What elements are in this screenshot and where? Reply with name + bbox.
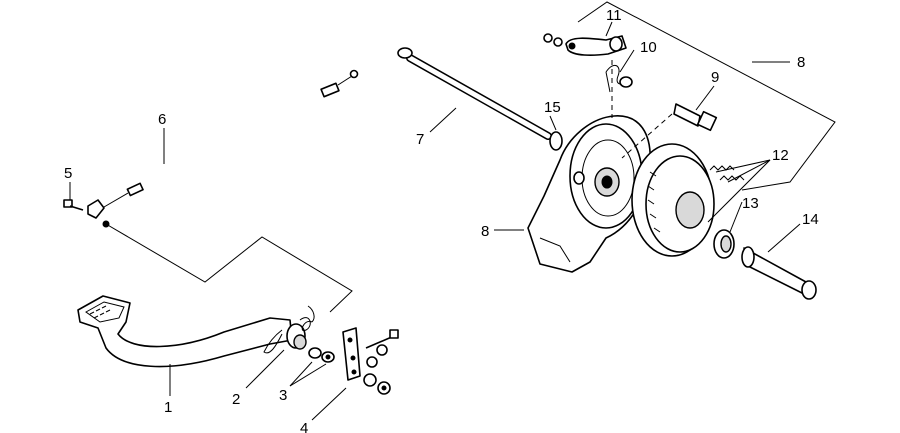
brake-cam-lever bbox=[543, 33, 627, 56]
callout-15: 15 bbox=[544, 99, 561, 116]
callout-3: 3 bbox=[279, 387, 287, 404]
callout-8-plate: 8 bbox=[481, 223, 489, 240]
callout-12: 12 bbox=[772, 147, 789, 164]
callout-6: 6 bbox=[158, 111, 166, 128]
callout-11: 11 bbox=[606, 7, 622, 24]
brake-cam-shaft bbox=[621, 103, 718, 159]
lever-spring bbox=[605, 64, 633, 93]
callout-2: 2 bbox=[232, 391, 240, 408]
brake-cable bbox=[87, 69, 359, 228]
brake-pedal bbox=[77, 295, 307, 368]
callout-labels: 1 2 3 4 5 6 7 8 8 9 10 11 12 13 14 15 bbox=[64, 7, 819, 433]
callout-10: 10 bbox=[640, 39, 657, 56]
callout-1: 1 bbox=[164, 399, 172, 416]
pedal-return-spring bbox=[299, 305, 315, 332]
pedal-group-bracket bbox=[105, 223, 353, 313]
callout-14: 14 bbox=[802, 211, 819, 228]
drum-group-bracket bbox=[577, 1, 836, 191]
bracket-bolts bbox=[363, 329, 399, 395]
brake-shoes bbox=[631, 143, 715, 257]
callout-4: 4 bbox=[300, 420, 308, 433]
callout-9: 9 bbox=[711, 69, 719, 86]
cable-bolt bbox=[63, 199, 84, 211]
brake-rod bbox=[397, 47, 552, 140]
callout-8-group: 8 bbox=[797, 54, 805, 71]
callout-5: 5 bbox=[64, 165, 72, 182]
brake-plate bbox=[527, 115, 651, 273]
callout-13: 13 bbox=[742, 195, 759, 212]
shoe-springs bbox=[709, 165, 745, 181]
rod-washer bbox=[549, 131, 563, 151]
washers bbox=[308, 347, 335, 363]
bearing bbox=[713, 229, 735, 259]
leader-lines bbox=[69, 21, 801, 421]
callout-7: 7 bbox=[416, 131, 424, 148]
spacer-sleeve bbox=[741, 246, 817, 300]
pedal-bracket bbox=[342, 327, 361, 381]
